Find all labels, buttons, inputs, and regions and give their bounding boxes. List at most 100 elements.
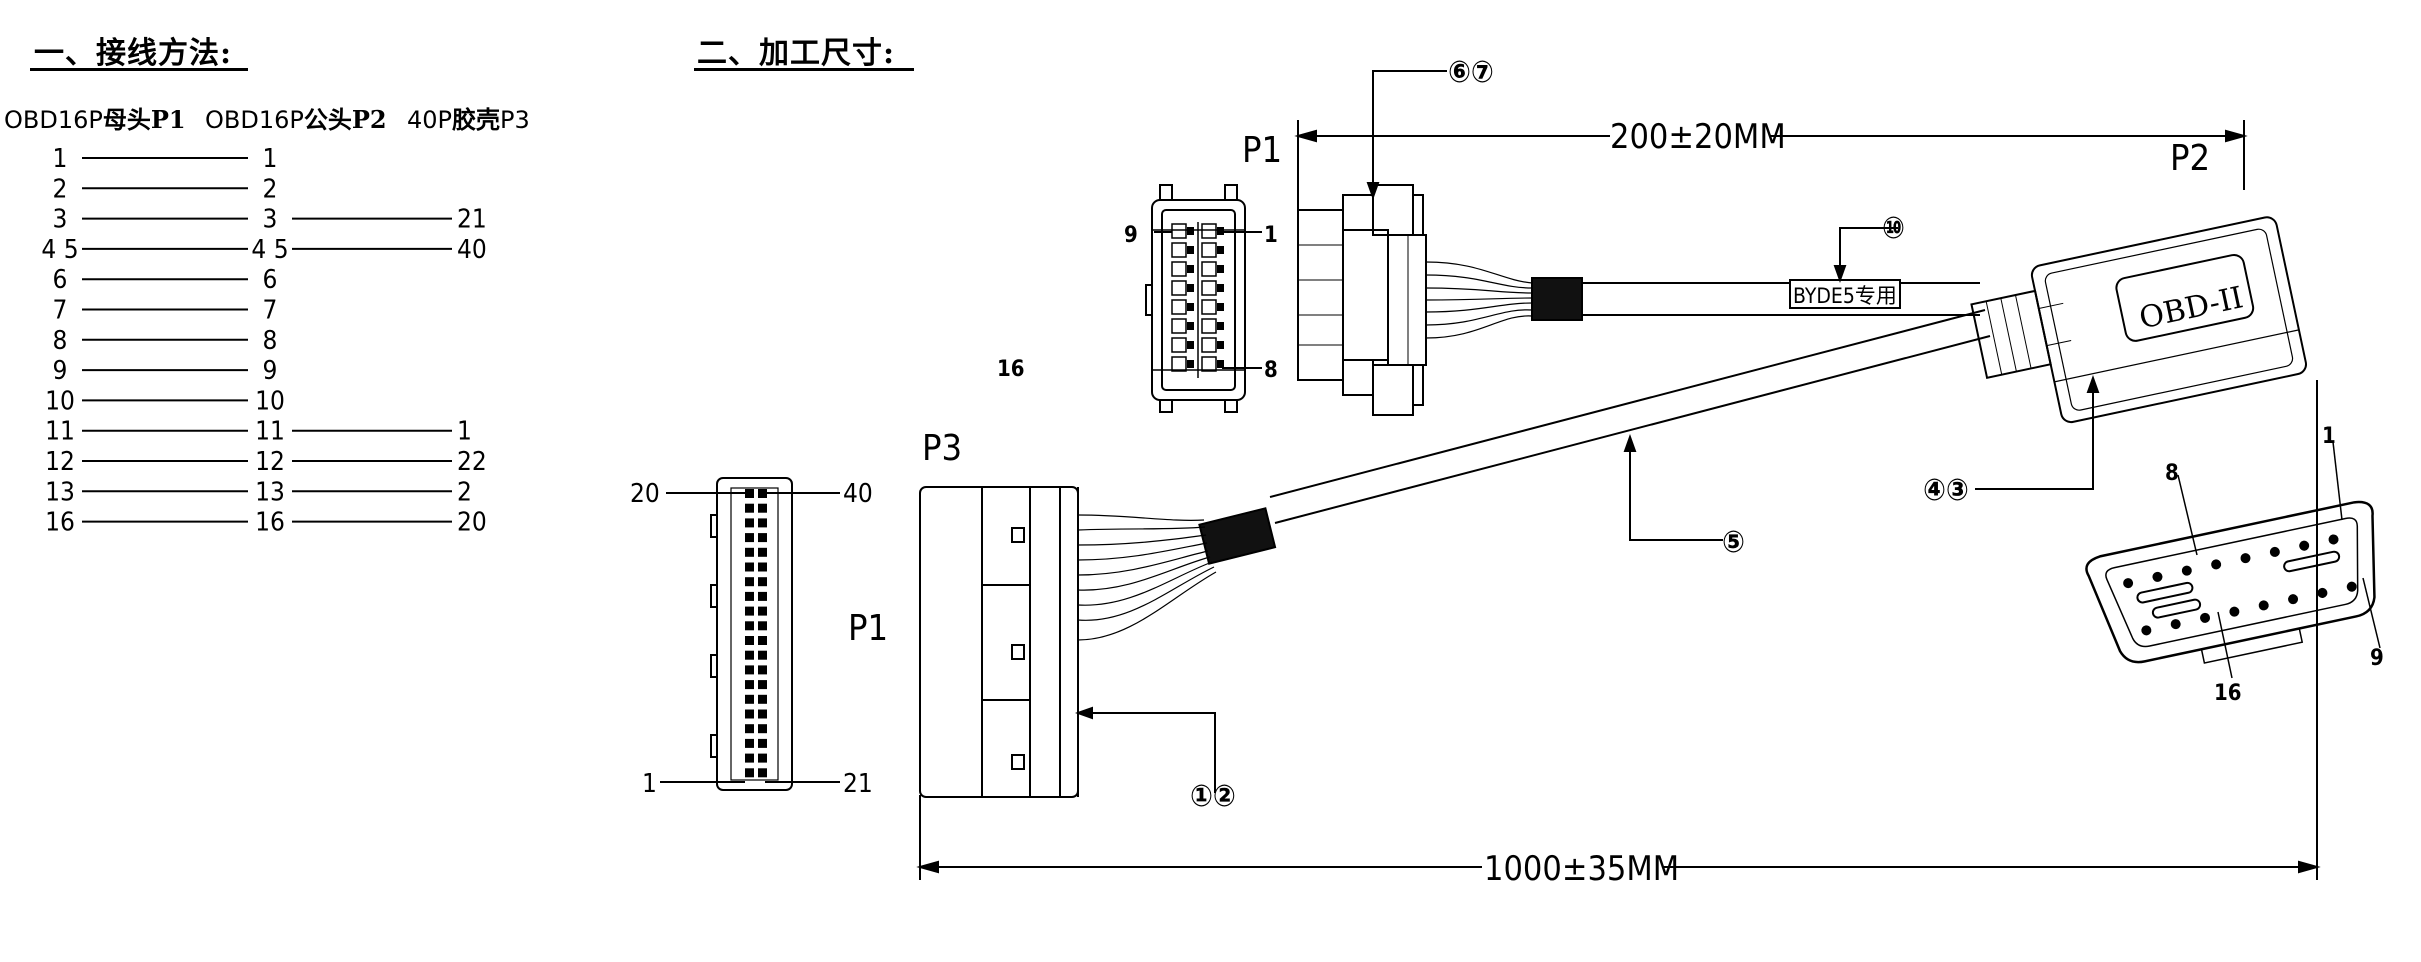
- callout-67-arrow: [1366, 182, 1380, 200]
- p3-pin: [758, 577, 767, 587]
- p3-pin: [758, 503, 767, 513]
- male-pin-9: 9: [2370, 646, 2384, 671]
- wiring-p2-pin: 11: [255, 417, 285, 447]
- wiring-p1-pin: 2: [53, 174, 68, 204]
- p1-pin: [1201, 280, 1217, 296]
- callout-12-leader: [1080, 712, 1216, 793]
- p3-pin: [758, 768, 767, 778]
- p1-side-view: [1297, 184, 1427, 416]
- p3-pin-1: 1: [642, 769, 657, 799]
- wiring-p2-pin: 1: [263, 144, 278, 174]
- p3-pin: [745, 738, 754, 748]
- p1-wires: [1425, 261, 1533, 339]
- wiring-p3-pin: 20: [457, 508, 487, 538]
- male-obd-pin: [2152, 571, 2163, 582]
- label-p3: P3: [922, 428, 962, 469]
- wiring-p1-pin: 11: [45, 417, 75, 447]
- p3-pin: [745, 606, 754, 616]
- p3-pin: [745, 665, 754, 675]
- p3-pin-20: 20: [630, 479, 660, 509]
- p3-pin-grid: [745, 489, 767, 778]
- wiring-p2-pin: 3: [263, 205, 278, 235]
- p3-pin: [745, 518, 754, 528]
- p3-pin: [745, 680, 754, 690]
- male-obd-face: [2085, 500, 2376, 664]
- dim-top-arrow-left: [1294, 129, 1317, 143]
- label-p2: P2: [2170, 138, 2210, 179]
- p3-pin: [758, 591, 767, 601]
- wiring-p2-pin: 4 5: [251, 235, 288, 265]
- callout-10-arrow: [1833, 265, 1847, 283]
- dim-bottom-arrow-left: [916, 860, 939, 874]
- male-obd-pin: [2288, 594, 2299, 605]
- wiring-p2-pin: 6: [263, 265, 278, 295]
- p1-pin: [1201, 299, 1217, 315]
- callout-43: ④③: [1923, 473, 1969, 508]
- p3-pin: [758, 665, 767, 675]
- p3-side-view: [919, 486, 1079, 798]
- p1-pin-9: 9: [1124, 223, 1138, 248]
- male-obd-pin: [2200, 612, 2211, 623]
- male-obd-pin: [2258, 600, 2269, 611]
- male-obd-pin: [2317, 587, 2328, 598]
- p1-pin-contact: [1187, 246, 1194, 254]
- wiring-header-p3: 40P胶壳P3: [407, 105, 530, 134]
- sleeve-label: BYDE5专用: [1793, 284, 1897, 308]
- p1-pin: [1201, 223, 1217, 239]
- p1-pin-contact: [1187, 303, 1194, 311]
- dim-top-arrow-right: [2225, 129, 2248, 143]
- p1-pin: [1201, 261, 1217, 277]
- wiring-p1-pin: 9: [53, 356, 68, 386]
- p1-pin-contact: [1187, 341, 1194, 349]
- p1-pin-contact: [1187, 265, 1194, 273]
- male-obd-pin: [2141, 625, 2152, 636]
- callout-10-leader: [1839, 227, 1898, 278]
- male-obd-pin: [2299, 540, 2310, 551]
- p1-pin: [1171, 280, 1187, 296]
- p1-pin: [1171, 223, 1187, 239]
- p3-pin-21: 21: [843, 769, 873, 799]
- wiring-p3-pin: 2: [457, 477, 472, 507]
- callout-67: ⑥⑦: [1448, 55, 1494, 90]
- p3-pin: [745, 533, 754, 543]
- male-pin-16: 16: [2214, 681, 2242, 706]
- wiring-p1-pin: 3: [53, 205, 68, 235]
- wiring-p3-pin: 1: [457, 417, 472, 447]
- male-obd-pin: [2240, 553, 2251, 564]
- dim-bottom-label: 1000±35MM: [1484, 849, 1679, 889]
- p1-pin: [1201, 318, 1217, 334]
- wiring-p1-pin: 8: [53, 326, 68, 356]
- p1-pin-contact: [1187, 227, 1194, 235]
- p3-pin: [745, 503, 754, 513]
- label-p1-top: P1: [1242, 130, 1282, 171]
- p1-pin-16: 16: [997, 357, 1025, 382]
- callout-10: ⑩: [1882, 211, 1905, 246]
- p3-pin: [758, 562, 767, 572]
- p3-pin: [758, 489, 767, 498]
- wiring-p2-pin: 2: [263, 174, 278, 204]
- callout-5: ⑤: [1722, 525, 1745, 560]
- label-p1-side: P1: [848, 608, 888, 649]
- p3-pin: [745, 768, 754, 778]
- p2-body: [1970, 216, 2308, 424]
- p3-pin: [758, 636, 767, 645]
- male-obd-pins: [2123, 534, 2357, 636]
- wiring-p3-pin: 22: [457, 447, 487, 477]
- p3-pin: [758, 694, 767, 704]
- p1-pin-contact: [1217, 341, 1224, 349]
- male-obd-pin: [2123, 578, 2134, 589]
- callout-5-arrow: [1623, 434, 1637, 452]
- male-pin16-leader: [2217, 611, 2233, 679]
- p1-pin: [1171, 337, 1187, 353]
- wiring-header-p2: OBD16P公头P2: [205, 105, 387, 134]
- p1-pin-contact: [1217, 322, 1224, 330]
- wiring-method-title: 一、接线方法:: [34, 36, 233, 71]
- wiring-p1-pin: 16: [45, 508, 75, 538]
